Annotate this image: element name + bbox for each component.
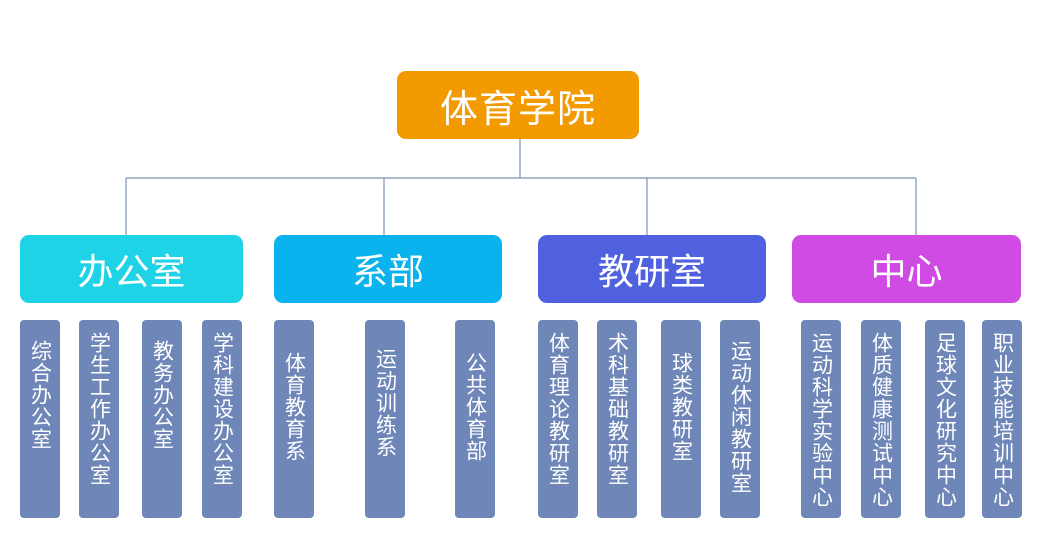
unit-node-label: 学生工作办公室 bbox=[87, 332, 112, 486]
unit-node: 球类教研室 bbox=[661, 320, 701, 518]
unit-node-label: 公共体育部 bbox=[463, 352, 488, 462]
dept-node-label: 教研室 bbox=[597, 252, 706, 293]
unit-node: 运动科学实验中心 bbox=[801, 320, 841, 518]
unit-node-label: 职业技能培训中心 bbox=[990, 332, 1015, 508]
root-node: 体育学院 bbox=[397, 71, 639, 139]
unit-node: 足球文化研究中心 bbox=[925, 320, 965, 518]
dept-node-label: 办公室 bbox=[77, 252, 186, 293]
unit-node-label: 足球文化研究中心 bbox=[933, 332, 958, 508]
unit-node: 学生工作办公室 bbox=[79, 320, 119, 518]
dept-node-label: 中心 bbox=[870, 252, 943, 293]
unit-node: 体育理论教研室 bbox=[538, 320, 578, 518]
unit-node-label: 教务办公室 bbox=[150, 340, 175, 450]
dept-node-center: 中心 bbox=[792, 235, 1021, 303]
unit-node-label: 球类教研室 bbox=[669, 352, 694, 462]
dept-node-faculty: 系部 bbox=[274, 235, 502, 303]
unit-node-label: 运动科学实验中心 bbox=[809, 332, 834, 508]
unit-node: 教务办公室 bbox=[142, 320, 182, 518]
unit-node-label: 综合办公室 bbox=[28, 340, 53, 450]
dept-node-label: 系部 bbox=[351, 252, 424, 293]
unit-node: 术科基础教研室 bbox=[597, 320, 637, 518]
unit-node: 学科建设办公室 bbox=[202, 320, 242, 518]
unit-node-label: 运动训练系 bbox=[373, 348, 398, 458]
root-node-label: 体育学院 bbox=[439, 86, 596, 131]
dept-node-office: 办公室 bbox=[20, 235, 243, 303]
unit-node: 公共体育部 bbox=[455, 320, 495, 518]
dept-node-teaching: 教研室 bbox=[538, 235, 766, 303]
unit-node: 体质健康测试中心 bbox=[861, 320, 901, 518]
unit-node: 运动训练系 bbox=[365, 320, 405, 518]
unit-node-label: 体质健康测试中心 bbox=[869, 332, 894, 508]
unit-node: 体育教育系 bbox=[274, 320, 314, 518]
unit-node: 综合办公室 bbox=[20, 320, 60, 518]
unit-node-label: 运动休闲教研室 bbox=[728, 340, 753, 494]
unit-node-label: 体育理论教研室 bbox=[546, 332, 571, 486]
unit-node-label: 术科基础教研室 bbox=[605, 332, 630, 486]
unit-node-label: 学科建设办公室 bbox=[210, 332, 235, 486]
unit-node-label: 体育教育系 bbox=[282, 352, 307, 462]
unit-node: 运动休闲教研室 bbox=[720, 320, 760, 518]
unit-node: 职业技能培训中心 bbox=[982, 320, 1022, 518]
